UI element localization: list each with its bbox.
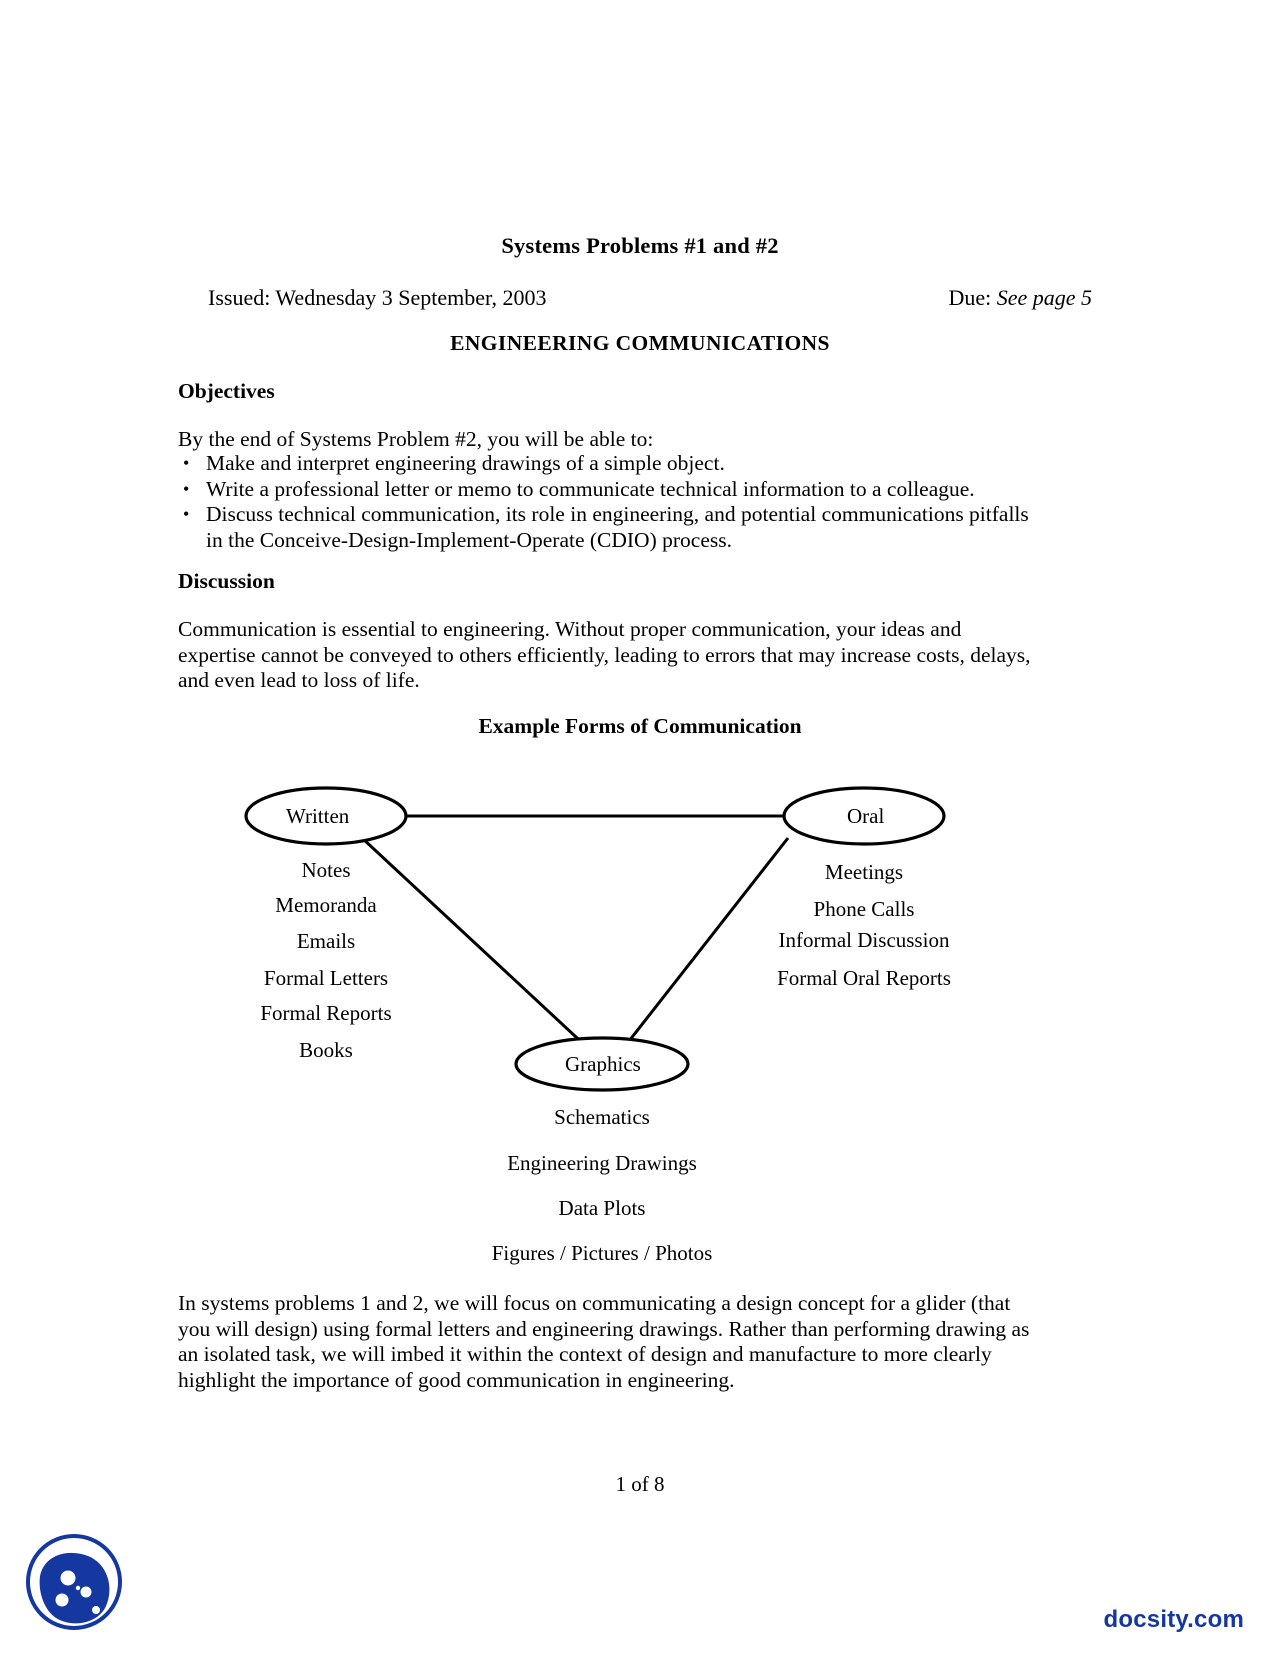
node-ellipse-written <box>244 786 408 846</box>
edge-oral-graphics <box>620 837 790 1051</box>
docsity-logo-icon <box>22 1530 126 1634</box>
list-item: • Write a professional letter or memo to … <box>178 477 1044 503</box>
list-item-text: Write a professional letter or memo to c… <box>206 476 975 501</box>
graphics-item: Figures / Pictures / Photos <box>491 1241 713 1265</box>
node-label-graphics: Graphics <box>565 1052 641 1076</box>
oral-item: Meetings <box>824 860 904 884</box>
due-label: Due: <box>948 285 992 310</box>
written-item: Emails <box>296 929 356 953</box>
written-item: Memoranda <box>275 893 377 917</box>
subject-title: ENGINEERING COMMUNICATIONS <box>450 331 830 355</box>
oral-item: Phone Calls <box>813 897 915 921</box>
objectives-intro: By the end of Systems Problem #2, you wi… <box>178 427 654 451</box>
node-label-written: Written <box>286 804 350 828</box>
graphics-item: Data Plots <box>558 1196 646 1220</box>
node-ellipse-oral <box>782 786 946 846</box>
oral-item: Formal Oral Reports <box>777 966 951 990</box>
objectives-heading: Objectives <box>178 379 275 403</box>
list-item-text: Discuss technical communication, its rol… <box>206 502 1029 552</box>
written-item: Books <box>299 1038 353 1062</box>
written-item: Formal Letters <box>263 966 389 990</box>
issue-due-line: Issued: Wednesday 3 September, 2003 Due:… <box>178 285 1102 311</box>
bullet-icon: • <box>183 504 190 524</box>
edge-written-graphics <box>360 836 592 1052</box>
list-item: • Make and interpret engineering drawings… <box>178 451 1044 477</box>
diagram-svg <box>244 786 946 1092</box>
written-item: Formal Reports <box>260 1001 392 1025</box>
issued-date: Issued: Wednesday 3 September, 2003 <box>208 285 547 310</box>
node-ellipse-graphics <box>514 1036 690 1092</box>
list-item-text: Make and interpret engineering drawings … <box>206 451 725 475</box>
discussion-paragraph: Communication is essential to engineerin… <box>178 617 1031 692</box>
bullet-icon: • <box>183 453 190 473</box>
discussion-heading: Discussion <box>178 569 275 593</box>
page-title: Systems Problems #1 and #2 <box>501 233 779 258</box>
due-info: Due: See page 5 <box>948 285 1092 311</box>
closing-paragraph: In systems problems 1 and 2, we will foc… <box>178 1291 1030 1392</box>
communication-forms-diagram: Written Oral Graphics Notes Memoranda Em… <box>170 760 1070 1280</box>
docsity-watermark: docsity.com <box>1103 1606 1244 1633</box>
page-number: 1 of 8 <box>615 1472 665 1496</box>
graphics-item: Schematics <box>554 1105 650 1129</box>
node-label-oral: Oral <box>847 804 885 828</box>
graphics-item: Engineering Drawings <box>507 1151 697 1175</box>
due-value: See page 5 <box>996 285 1092 310</box>
bullet-icon: • <box>183 478 190 499</box>
oral-item: Informal Discussion <box>778 928 950 952</box>
written-item: Notes <box>301 858 351 882</box>
list-item: • Discuss technical communication, its ro… <box>178 502 1044 553</box>
objectives-list: • Make and interpret engineering drawings… <box>178 451 1044 553</box>
figure-title: Example Forms of Communication <box>478 714 802 738</box>
